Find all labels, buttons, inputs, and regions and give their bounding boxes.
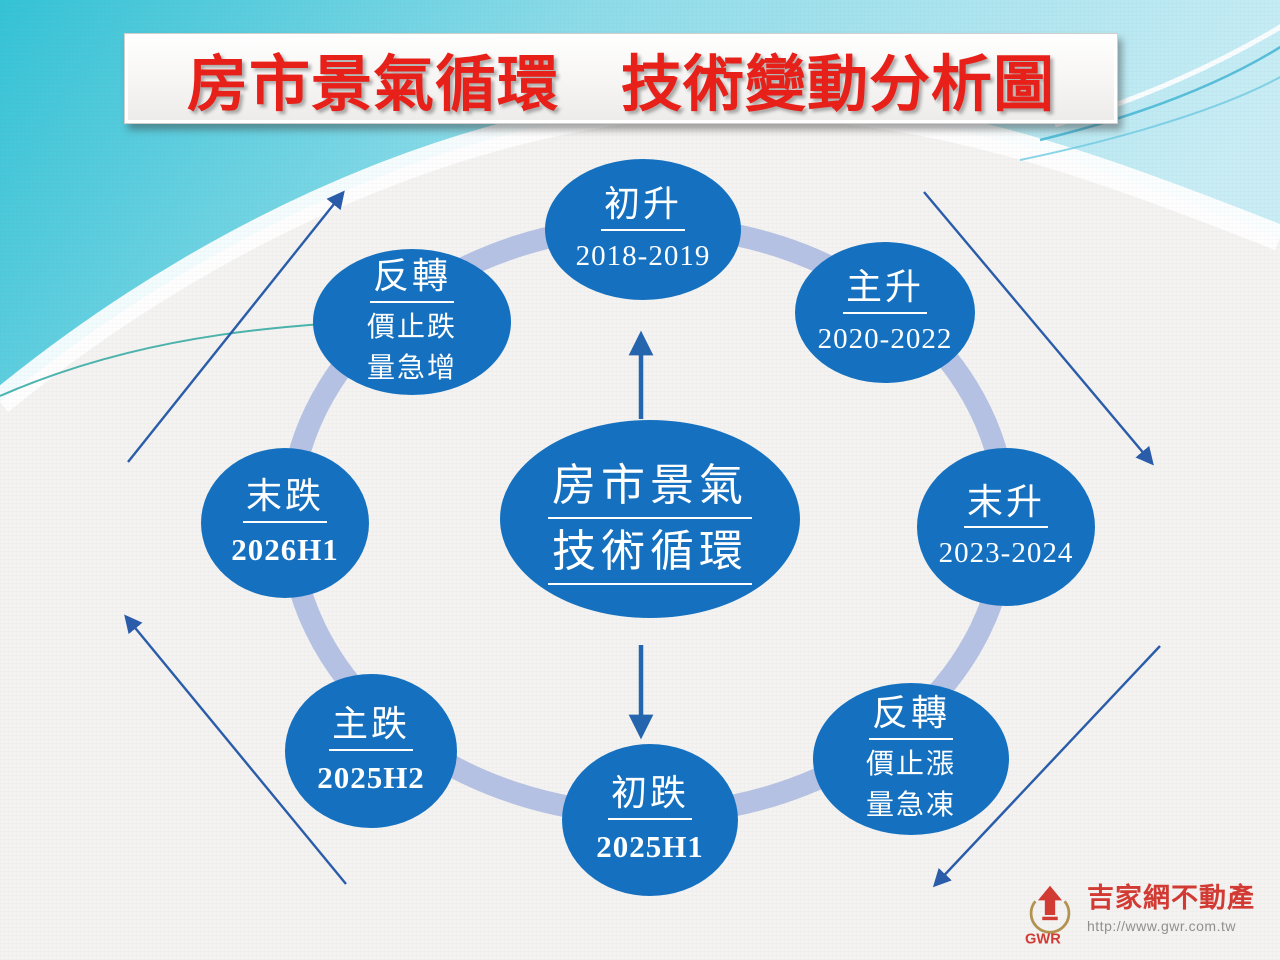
node-period: 2025H2 (317, 759, 425, 795)
center-ellipse: 房市景氣 技術循環 (500, 420, 800, 618)
cycle-node-initial-fall: 初跌 2025H1 (562, 744, 738, 896)
node-label: 主跌 (328, 705, 413, 751)
logo-text-block: 吉家網不動產 http://www.gwr.com.tw (1087, 883, 1255, 934)
node-label: 初跌 (607, 774, 692, 820)
node-period: 2026H1 (231, 531, 339, 567)
node-note: 價止漲 (865, 749, 956, 781)
company-logo: GWR 吉家網不動產 http://www.gwr.com.tw (1022, 883, 1255, 946)
node-label: 末跌 (242, 477, 327, 523)
corner-arrow-bottom-right-icon (932, 645, 1161, 888)
slide-title: 房市景氣循環 技術變動分析圖 (186, 52, 1055, 119)
header-blue-line-2 (1019, 75, 1280, 161)
node-label: 反轉 (868, 695, 953, 741)
cycle-node-reversal-up: 反轉 價止跌 量急增 (313, 249, 511, 395)
node-period: 2025H1 (596, 828, 704, 864)
cycle-node-final-fall: 末跌 2026H1 (201, 448, 369, 598)
cycle-node-main-rise: 主升 2020-2022 (795, 242, 975, 383)
cycle-node-reversal-down: 反轉 價止漲 量急凍 (813, 683, 1009, 835)
node-label: 反轉 (369, 258, 454, 304)
center-title-line: 技術循環 (548, 530, 752, 585)
node-label: 初升 (600, 185, 685, 231)
node-note: 價止跌 (366, 312, 457, 344)
header-blue-line-1 (1039, 45, 1280, 142)
company-url: http://www.gwr.com.tw (1087, 917, 1236, 934)
corner-arrow-top-left-icon (127, 190, 345, 463)
cycle-node-final-rise: 末升 2023-2024 (917, 448, 1095, 606)
node-label: 主升 (842, 268, 927, 314)
node-note: 量急凍 (865, 790, 956, 822)
corner-arrow-bottom-left-icon (124, 614, 347, 885)
svg-text:GWR: GWR (1025, 931, 1061, 946)
corner-arrow-top-right-icon (923, 191, 1154, 466)
node-note: 量急增 (366, 353, 457, 385)
node-period: 2018-2019 (575, 239, 711, 272)
title-banner: 房市景氣循環 技術變動分析圖 (124, 33, 1118, 124)
node-period: 2023-2024 (938, 537, 1074, 570)
center-title-line: 房市景氣 (548, 464, 752, 519)
node-period: 2020-2022 (817, 322, 953, 355)
gwr-house-arrow-icon: GWR (1025, 885, 1071, 946)
company-name: 吉家網不動產 (1087, 883, 1255, 913)
cycle-node-main-fall: 主跌 2025H2 (285, 674, 457, 828)
node-label: 末升 (963, 483, 1048, 529)
cycle-node-initial-rise: 初升 2018-2019 (545, 159, 741, 300)
